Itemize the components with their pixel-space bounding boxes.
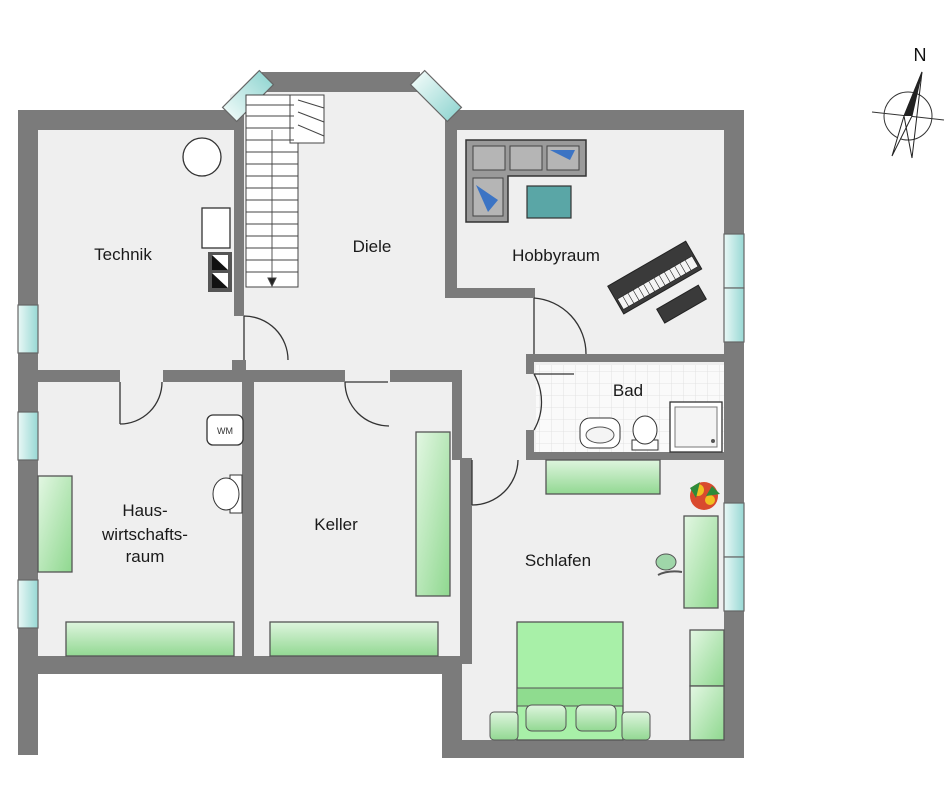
compass-rose: N bbox=[871, 45, 945, 159]
room-label-keller: Keller bbox=[314, 515, 358, 534]
toilet bbox=[631, 415, 659, 451]
room-label-diele: Diele bbox=[353, 237, 392, 256]
shelf-south-keller bbox=[269, 621, 439, 657]
wardrobe bbox=[689, 629, 725, 741]
staircase bbox=[245, 94, 325, 288]
room-label-technik: Technik bbox=[94, 245, 152, 264]
piano-bench bbox=[656, 284, 707, 324]
washing-machine-label: WM bbox=[217, 426, 233, 436]
dresser-north bbox=[545, 459, 661, 495]
washing-machine bbox=[206, 414, 244, 446]
room-label-schlafen: Schlafen bbox=[525, 551, 591, 570]
piano bbox=[607, 240, 703, 315]
plant bbox=[690, 482, 720, 510]
doors bbox=[119, 297, 587, 506]
room-label-hauswirtschaftsraum-3: raum bbox=[126, 547, 165, 566]
nightstand-left bbox=[489, 711, 519, 741]
shower-tray bbox=[669, 401, 723, 453]
compass-north-label: N bbox=[914, 45, 927, 65]
shelf-east-keller bbox=[415, 431, 451, 597]
coffee-table bbox=[526, 185, 572, 219]
double-bed bbox=[516, 621, 624, 741]
shelf-west bbox=[37, 475, 73, 573]
shelf-south-hwr bbox=[65, 621, 235, 657]
room-label-hobbyraum: Hobbyraum bbox=[512, 246, 600, 265]
corner-sofa bbox=[465, 139, 587, 223]
desk bbox=[683, 515, 719, 609]
room-label-hauswirtschaftsraum-2: wirtschafts- bbox=[101, 525, 188, 544]
nightstand-right bbox=[621, 711, 651, 741]
windows bbox=[17, 69, 745, 629]
bathroom-sink bbox=[579, 417, 621, 449]
utility-sink bbox=[212, 474, 243, 514]
technical-unit bbox=[201, 207, 232, 292]
heating-tank bbox=[182, 137, 222, 177]
room-label-hauswirtschaftsraum-1: Haus- bbox=[122, 501, 167, 520]
desk-chair bbox=[655, 553, 683, 576]
room-label-bad: Bad bbox=[613, 381, 643, 400]
interior-walls bbox=[28, 110, 732, 664]
